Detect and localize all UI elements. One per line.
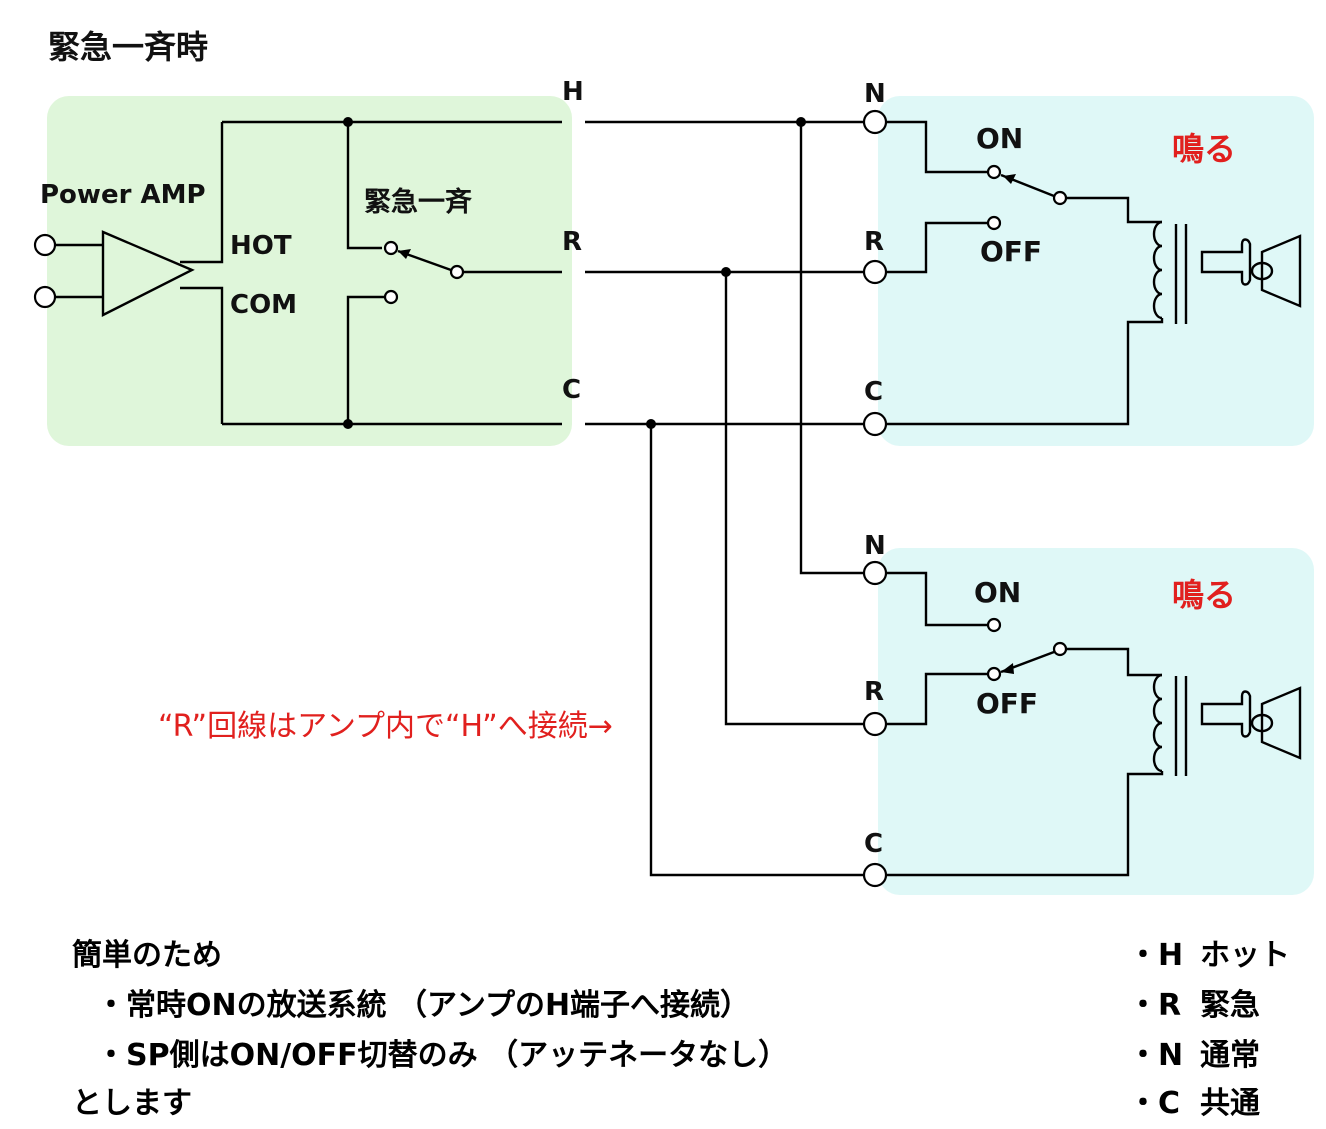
junction-dot — [343, 419, 353, 429]
speaker-1: N R C ON OFF 鳴る — [862, 79, 1302, 437]
notes-line-2: ・常時ONの放送系統 （アンプのH端子へ接続） — [96, 988, 751, 1023]
amp-zone — [47, 96, 572, 446]
speaker-magnet — [1200, 690, 1252, 738]
terminal-r-label: R — [864, 227, 884, 257]
legend-value: 通常 — [1200, 1038, 1260, 1073]
legend-key: ・R — [1128, 988, 1182, 1023]
transformer-coil — [1152, 220, 1163, 320]
annotation-text: “R”回線はアンプ内で“H”へ接続→ — [158, 709, 613, 744]
terminal-r-label: R — [562, 227, 582, 257]
switch-pivot — [1052, 190, 1068, 206]
line-wiring — [585, 117, 864, 877]
page-title: 緊急一斉時 — [48, 28, 208, 66]
off-label: OFF — [976, 687, 1038, 720]
switch-contact-off — [986, 215, 1002, 231]
notes-line-3: ・SP側はON/OFF切替のみ （アッテネータなし） — [96, 1038, 789, 1073]
terminal-h-label: H — [562, 77, 584, 107]
speaker-2: N R C ON OFF 鳴る — [862, 531, 1302, 888]
terminal-c-label: C — [562, 375, 581, 405]
terminal-c-label: C — [864, 829, 883, 859]
switch-pivot — [1052, 641, 1068, 657]
legend-value: 緊急 — [1200, 988, 1260, 1023]
com-label: COM — [230, 290, 297, 320]
terminal-r — [862, 711, 888, 737]
legend-key: ・C — [1128, 1086, 1181, 1121]
speaker-cone — [1260, 234, 1302, 308]
status-label: 鳴る — [1172, 130, 1236, 168]
switch-pivot — [449, 264, 465, 280]
terminal-n — [862, 109, 888, 135]
switch-contact — [383, 289, 399, 305]
amp-label: Power AMP — [40, 180, 206, 210]
terminal-c — [862, 411, 888, 437]
switch-contact-off — [986, 666, 1002, 682]
terminal-c-label: C — [864, 377, 883, 407]
switch-label: 緊急一斉 — [364, 186, 472, 218]
transformer-coil — [1152, 673, 1163, 773]
switch-contact — [383, 240, 399, 256]
legend-key: ・N — [1128, 1038, 1184, 1073]
amp-input-terminal — [33, 233, 57, 257]
legend-key: ・H — [1128, 938, 1184, 973]
speaker-1-zone — [878, 96, 1314, 446]
on-label: ON — [974, 576, 1021, 609]
notes-line-4: とします — [72, 1086, 192, 1121]
legend-value: 共通 — [1200, 1086, 1260, 1121]
legend-value: ホット — [1200, 938, 1290, 973]
terminal-n — [862, 560, 888, 586]
switch-contact-on — [986, 617, 1002, 633]
terminal-n-label: N — [864, 79, 886, 109]
speaker-cone — [1260, 686, 1302, 760]
amp-input-terminal — [33, 285, 57, 309]
speaker-2-zone — [878, 548, 1314, 895]
terminal-c — [862, 862, 888, 888]
amplifier-symbol — [101, 230, 195, 317]
notes-line-1: 簡単のため — [72, 938, 222, 973]
amp-section: Power AMP HOT COM 緊急一斉 H R C — [33, 77, 584, 429]
terminal-n-label: N — [864, 531, 886, 561]
on-label: ON — [976, 122, 1023, 155]
status-label: 鳴る — [1172, 576, 1236, 614]
off-label: OFF — [980, 235, 1042, 268]
terminal-r — [862, 259, 888, 285]
terminal-r-label: R — [864, 677, 884, 707]
speaker-magnet — [1200, 238, 1252, 286]
switch-contact-on — [986, 164, 1002, 180]
hot-label: HOT — [230, 231, 292, 261]
